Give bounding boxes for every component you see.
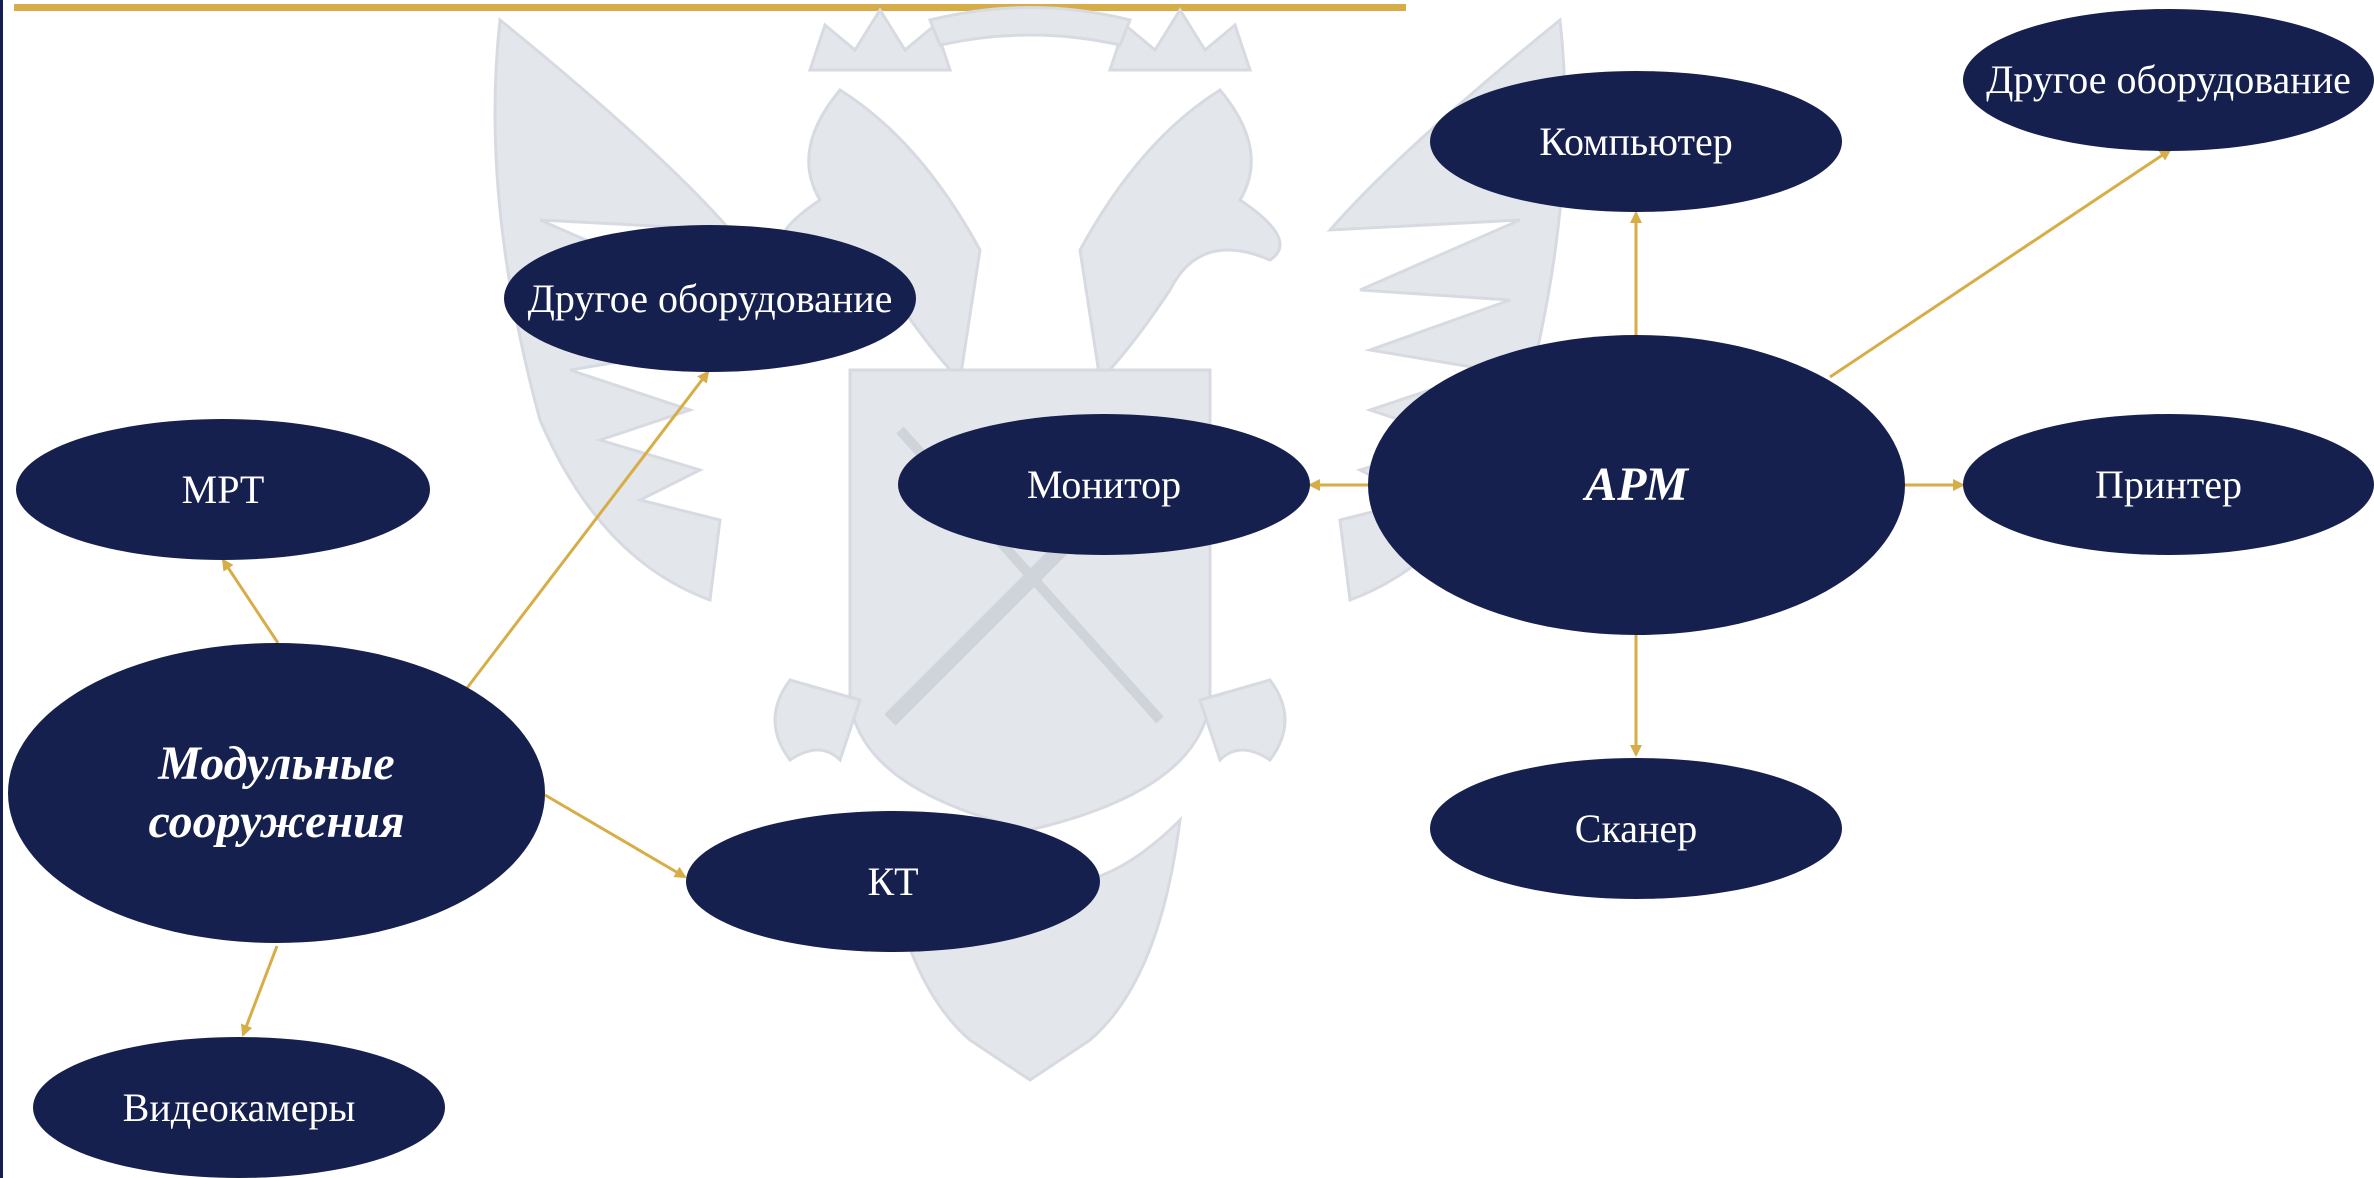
node-video-cameras-label: Видеокамеры [122, 1084, 356, 1130]
connector-arm-to-other-equipment [1829, 148, 2172, 379]
node-printer-label: Принтер [2095, 461, 2242, 507]
node-scanner-label: Сканер [1574, 805, 1698, 851]
top-accent-rule [14, 4, 1406, 11]
node-scanner: Сканер [1430, 758, 1842, 899]
node-kt-label: КТ [867, 858, 919, 904]
node-monitor-label: Монитор [1026, 461, 1182, 507]
connector-modular-to-cameras [240, 945, 279, 1037]
node-printer: Принтер [1963, 414, 2374, 555]
node-modular-structures-label: Модульные сооружения [148, 737, 405, 848]
node-computer-label: Компьютер [1539, 118, 1733, 164]
node-mrt: МРТ [16, 419, 430, 560]
node-modular-structures: Модульные сооружения [8, 643, 545, 943]
node-mrt-label: МРТ [181, 466, 265, 512]
node-other-equipment-right-label: Другое оборудование [1986, 57, 2351, 102]
node-monitor: Монитор [898, 414, 1310, 555]
node-video-cameras: Видеокамеры [33, 1037, 445, 1178]
connector-modular-to-kt [544, 793, 687, 879]
node-other-equipment-left: Другое оборудование [504, 225, 916, 372]
node-other-equipment-right: Другое оборудование [1963, 9, 2374, 151]
node-arm-label: АРМ [1585, 458, 1688, 512]
node-other-equipment-left-label: Другое оборудование [527, 275, 893, 321]
node-arm: АРМ [1368, 335, 1905, 635]
connector-modular-to-other-equipment [465, 370, 710, 689]
node-kt: КТ [686, 811, 1100, 952]
node-computer: Компьютер [1430, 71, 1842, 212]
left-edge-rule [0, 0, 3, 1178]
connector-modular-to-mrt [221, 558, 280, 644]
